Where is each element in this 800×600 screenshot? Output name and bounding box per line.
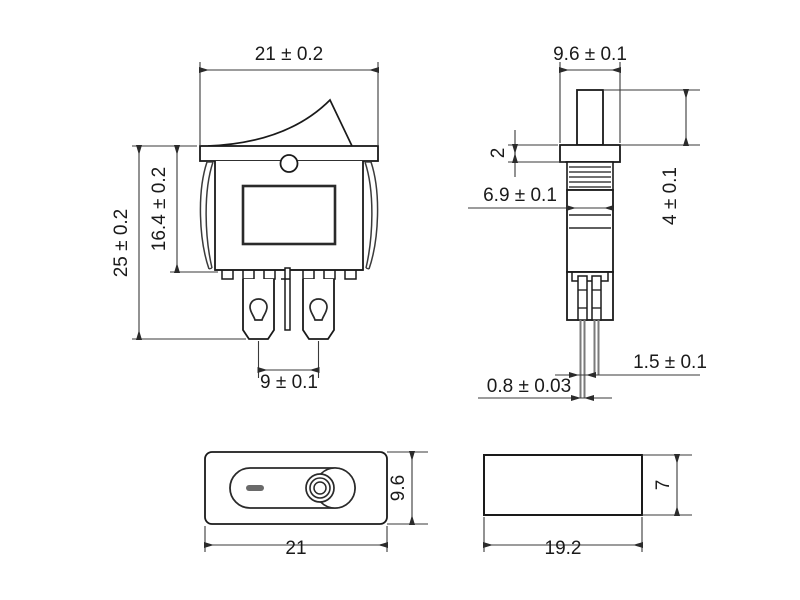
front-view-dimensions xyxy=(132,62,379,378)
dim-label-9-6-tol: 9.6 ± 0.1 xyxy=(553,44,627,65)
dim-9-6-tol xyxy=(559,62,621,143)
dim-label-4-tol: 4 ± 0.1 xyxy=(660,167,681,225)
dim-label-21: 21 xyxy=(285,538,306,559)
front-right-snap-leg xyxy=(364,161,379,270)
panel-face-dimensions xyxy=(204,451,428,552)
side-bezel xyxy=(559,144,621,163)
side-housing-body xyxy=(566,189,614,273)
panel-face-view xyxy=(204,451,388,525)
dim-label-7: 7 xyxy=(653,480,674,491)
side-threaded-barrel xyxy=(566,161,614,191)
dim-4-tol xyxy=(603,89,700,146)
front-view xyxy=(199,98,379,340)
dim-7 xyxy=(642,454,692,516)
dim-16-4-tol xyxy=(170,145,218,273)
front-left-snap-leg xyxy=(199,161,214,270)
panel-profile-outline xyxy=(483,454,643,516)
side-view-dimensions xyxy=(468,62,700,401)
front-terminal-left xyxy=(242,279,275,340)
dim-9-tol xyxy=(257,341,320,378)
dim-19-2 xyxy=(483,517,643,552)
dim-label-25-tol: 25 ± 0.2 xyxy=(111,209,132,278)
dim-label-6-9-tol: 6.9 ± 0.1 xyxy=(483,185,557,206)
side-terminal-housing xyxy=(566,271,614,321)
dim-label-9-6: 9.6 xyxy=(388,475,409,501)
panel-profile-view xyxy=(483,454,643,516)
front-center-tab xyxy=(281,267,291,331)
dim-label-21-tol: 21 ± 0.2 xyxy=(255,44,324,65)
side-view xyxy=(559,89,621,398)
dim-label-9-tol: 9 ± 0.1 xyxy=(260,372,318,393)
dim-label-0-8-tol: 0.8 ± 0.03 xyxy=(487,376,571,397)
dimension-texts: 21 ± 0.2 25 ± 0.2 16.4 ± 0.2 9 ± 0.1 9.6… xyxy=(111,44,707,559)
front-terminal-right xyxy=(302,279,335,340)
front-body-boss-circle xyxy=(279,154,299,173)
panel-face-dash-mark xyxy=(246,485,264,491)
dim-label-1-5-tol: 1.5 ± 0.1 xyxy=(633,352,707,373)
side-pin-leads xyxy=(579,320,600,398)
dim-label-16-4-tol: 16.4 ± 0.2 xyxy=(149,167,170,251)
panel-profile-dimensions xyxy=(483,454,692,552)
front-rocker-actuator xyxy=(207,98,353,147)
dim-label-19-2: 19.2 xyxy=(545,538,582,559)
side-actuator-plunger xyxy=(576,89,604,146)
dim-label-2: 2 xyxy=(488,148,509,159)
dim-21 xyxy=(204,526,388,552)
panel-face-ring-inner xyxy=(313,481,327,495)
dim-9-6 xyxy=(387,451,428,525)
dim-2 xyxy=(508,130,565,177)
front-inner-window xyxy=(241,184,337,246)
dim-21-tol xyxy=(199,62,379,146)
